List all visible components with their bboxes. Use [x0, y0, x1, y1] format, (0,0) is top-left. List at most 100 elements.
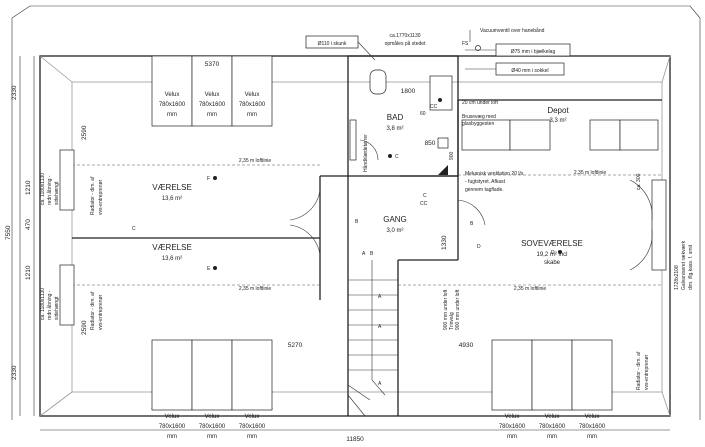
vent-marker-icon	[475, 45, 481, 51]
radiator-label-1: Radiator - dim. af	[90, 176, 96, 215]
marker-c: C	[423, 193, 427, 199]
door-swing	[289, 224, 321, 256]
svg-text:Velux: Velux	[585, 414, 600, 420]
depot-cabinet	[509, 119, 551, 151]
callout-opening-2: opmåles på stedet	[385, 40, 426, 47]
stair-note-3: 900 mm under loft	[455, 289, 461, 330]
marker-a-stair: A	[378, 324, 382, 330]
svg-text:mm: mm	[207, 434, 217, 440]
left-dim-470: 470	[25, 219, 32, 230]
stair	[347, 260, 398, 417]
svg-text:Velux: Velux	[205, 92, 220, 98]
left-dim-1210: 1210	[25, 265, 32, 280]
left-dim-7550: 7550	[5, 225, 12, 240]
svg-text:780x1600: 780x1600	[159, 102, 186, 108]
room-sovevaerelse-name: SOVEVÆRELSE	[521, 239, 583, 248]
velux-window	[571, 339, 613, 411]
galvaniseret-1: 1728x2108	[674, 265, 680, 290]
velux-window	[191, 55, 233, 127]
room-bad-area: 3,8 m²	[386, 126, 403, 132]
velux-window	[191, 339, 233, 411]
dim-2590: 2590	[81, 125, 88, 140]
leader-line	[357, 41, 376, 61]
svg-text:780x1600: 780x1600	[199, 424, 226, 430]
corner-line	[661, 391, 671, 417]
door-swing	[629, 179, 653, 221]
callout-bjaelkelag: Ø75 mm i bjælkelag	[511, 49, 556, 55]
svg-text:Velux: Velux	[165, 414, 180, 420]
marker-f-dot	[213, 176, 217, 180]
dim-1330: 1330	[441, 235, 448, 250]
svg-text:Velux: Velux	[245, 92, 260, 98]
marker-e: E	[207, 266, 211, 272]
radiator-label-1: Radiator - dim. af	[90, 291, 96, 330]
callout-brusevaeg-2: glasbyggesten	[462, 121, 494, 127]
velux-window	[531, 339, 573, 411]
marker-b: B	[355, 219, 359, 225]
loftlinie-label: 2,35 m loftlinie	[239, 158, 271, 164]
radiator-label-2: vvs-entreprenør	[98, 179, 104, 215]
callout-under-loft: 20 cm under loft	[462, 100, 498, 106]
towel-warmer-icon	[349, 119, 357, 161]
depot-cabinet	[589, 119, 621, 151]
room-bad-name: BAD	[387, 113, 404, 122]
callout-sokkel: Ø40 mm i sokkel	[511, 68, 548, 74]
dim-2590: 2590	[81, 320, 88, 335]
door-swing	[359, 139, 379, 161]
svg-text:Velux: Velux	[505, 414, 520, 420]
door-swing	[629, 229, 653, 271]
svg-text:mm: mm	[207, 112, 217, 118]
marker-b-3: B	[370, 251, 374, 257]
side-window	[59, 264, 75, 326]
roof-outline	[11, 5, 701, 19]
callout-haandklaede: Håndklædetørrer	[362, 134, 369, 172]
depot-cabinet	[461, 119, 511, 151]
dim-5370: 5370	[205, 61, 220, 68]
svg-text:Velux: Velux	[245, 414, 260, 420]
velux-labels: Velux 780x1600 mm Velux 780x1600 mm Velu…	[159, 92, 606, 440]
svg-text:780x1600: 780x1600	[239, 102, 266, 108]
left-dim-2330: 2330	[11, 85, 18, 100]
corner-line	[661, 55, 671, 83]
dim-300: ca. 300	[636, 173, 642, 190]
dim-1800: 1800	[401, 88, 416, 95]
stair-note-2: Trinvalg	[449, 312, 455, 330]
svg-text:mm: mm	[247, 434, 257, 440]
dim-5270: 5270	[288, 342, 303, 349]
corner-line	[39, 391, 73, 417]
depot-cabinet	[619, 119, 659, 151]
callout-opening-1: ca.1770x1130	[389, 33, 420, 39]
marker-a: A	[362, 251, 366, 257]
svg-text:mm: mm	[587, 434, 597, 440]
marker-c-dot	[438, 98, 442, 102]
drain-icon	[437, 137, 449, 149]
marker-d-2: D	[477, 244, 481, 250]
marker-c-dot	[388, 154, 392, 158]
svg-text:780x1600: 780x1600	[539, 424, 566, 430]
corner-line	[39, 55, 73, 83]
side-window	[59, 149, 75, 211]
svg-text:mm: mm	[247, 112, 257, 118]
room-vaerelse-top-name: VÆRELSE	[152, 183, 192, 192]
shower-corner-icon	[438, 165, 448, 175]
marker-cc: CC	[420, 201, 428, 207]
marker-a-stair: A	[378, 294, 382, 300]
room-vaerelse-bottom-area: 13,6 m²	[162, 256, 182, 262]
sink-icon	[429, 75, 453, 111]
marker-e-dot	[213, 266, 217, 270]
marker-cc-bath: CC	[430, 104, 438, 110]
marker-f: F	[207, 176, 210, 182]
svg-text:mm: mm	[547, 434, 557, 440]
marker-b-2: B	[470, 221, 474, 227]
dim-11850: 11850	[346, 436, 364, 443]
svg-text:Velux: Velux	[165, 92, 180, 98]
dim-900: 900	[449, 151, 455, 160]
side-opening-2: redn åbning -	[46, 290, 53, 320]
svg-text:780x1600: 780x1600	[499, 424, 526, 430]
svg-text:mm: mm	[507, 434, 517, 440]
marker-c-room: C	[132, 226, 136, 232]
dim-4930: 4930	[459, 342, 474, 349]
svg-text:Velux: Velux	[545, 414, 560, 420]
svg-text:mm: mm	[167, 112, 177, 118]
